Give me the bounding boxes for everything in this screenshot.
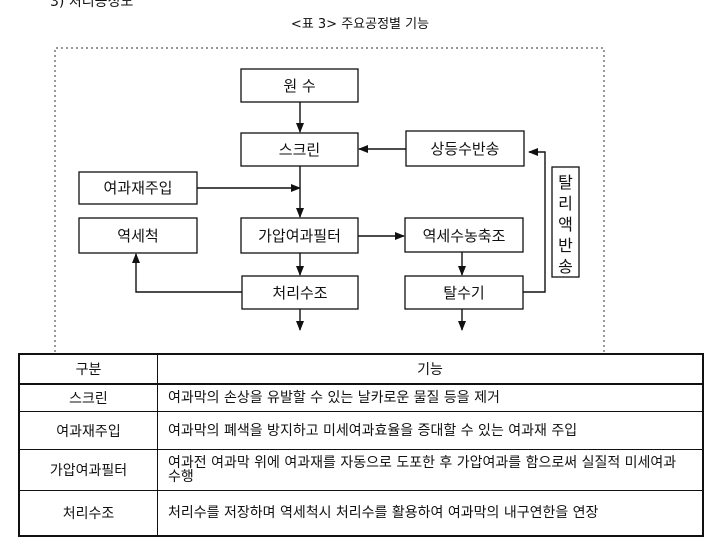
arrow-dehydrator-to-return-line — [523, 148, 546, 293]
row-function: 여과막의 손상을 유발할 수 있는 날카로운 물질 등을 제거 — [157, 383, 704, 412]
box-screen-label: 스크린 — [279, 141, 320, 159]
box-treated-water-tank-label: 처리수조 — [272, 284, 327, 302]
box-filter-aid-injection-label: 여과재주입 — [103, 179, 172, 197]
header-function: 기능 — [157, 353, 704, 385]
box-backwash: 역세척 — [78, 217, 198, 254]
box-dehydrator-label: 탈수기 — [443, 284, 484, 302]
box-pressure-filter-label: 가압여과필터 — [258, 227, 341, 245]
box-backwash-label: 역세척 — [117, 227, 158, 245]
arrow-treated-to-backwash — [132, 253, 242, 293]
box-treated-water-tank: 처리수조 — [241, 275, 359, 310]
box-backwash-thickening-label: 역세수농축조 — [423, 227, 506, 245]
box-pressure-filter: 가압여과필터 — [240, 217, 359, 254]
box-dehydrator: 탈수기 — [404, 275, 524, 310]
function-table: 구분 기능 스크린 여과막의 손상을 유발할 수 있는 날카로운 물질 등을 제… — [18, 353, 704, 537]
row-category: 처리수조 — [18, 490, 158, 537]
row-function: 처리수를 저장하며 역세척시 처리수를 활용하여 여과막의 내구연한을 연장 — [157, 490, 704, 537]
box-dewatered-liquid-return-char-1: 탈 — [558, 173, 573, 192]
box-dewatered-liquid-return-char-3: 액 — [558, 215, 573, 234]
box-supernatant-return-label: 상등수반송 — [430, 140, 499, 158]
row-category: 여과재주입 — [18, 411, 158, 450]
box-filter-aid-injection: 여과재주입 — [78, 171, 198, 205]
table-header-row: 구분 기능 — [18, 353, 704, 385]
row-function: 여과막의 폐색을 방지하고 미세여과효율을 증대할 수 있는 여과재 주입 — [157, 411, 704, 450]
diagram-frame — [54, 47, 605, 352]
box-supernatant-return: 상등수반송 — [405, 130, 525, 167]
row-category: 가압여과필터 — [18, 449, 158, 491]
box-screen: 스크린 — [240, 132, 359, 167]
box-dewatered-liquid-return-char-2: 리 — [558, 194, 573, 213]
box-raw-water: 원 수 — [240, 68, 359, 103]
box-backwash-thickening: 역세수농축조 — [404, 217, 524, 253]
table-caption: <표 3> 주요공정별 기능 — [290, 17, 430, 32]
table-row: 처리수조 처리수를 저장하며 역세척시 처리수를 활용하여 여과막의 내구연한을… — [18, 490, 704, 537]
box-dewatered-liquid-return-char-5: 송 — [558, 257, 573, 276]
table-row: 여과재주입 여과막의 폐색을 방지하고 미세여과효율을 증대할 수 있는 여과재… — [18, 411, 704, 450]
box-raw-water-label: 원 수 — [283, 77, 315, 95]
box-dewatered-liquid-return: 탈 리 액 반 송 — [551, 166, 580, 278]
section-heading: 3) 처리공정도 — [50, 0, 134, 10]
header-category: 구분 — [18, 353, 158, 385]
row-function: 여과전 여과막 위에 여과재를 자동으로 도포한 후 가압여과를 함으로써 실질… — [157, 449, 704, 491]
process-flow-diagram: 원 수 스크린 상등수반송 여과재주입 역세척 가압여과필터 역세수농축조 처리… — [54, 47, 605, 352]
table-row: 가압여과필터 여과전 여과막 위에 여과재를 자동으로 도포한 후 가압여과를 … — [18, 449, 704, 491]
box-dewatered-liquid-return-char-4: 반 — [558, 236, 573, 255]
table-row: 스크린 여과막의 손상을 유발할 수 있는 날카로운 물질 등을 제거 — [18, 383, 704, 412]
row-category: 스크린 — [18, 383, 158, 412]
